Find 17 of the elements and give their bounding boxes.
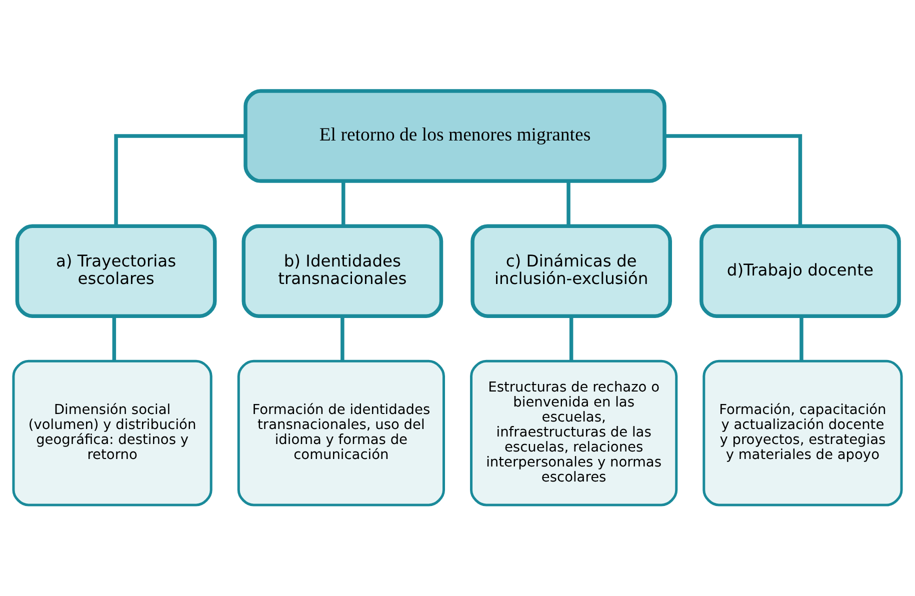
node-box: Dimensión social (volumen) y distribución geográfica: destinos y retorno: [12, 360, 212, 506]
node-box: Formación de identidades transnacionales, uso del idioma y formas de comunicación: [237, 360, 445, 506]
node-box: b) Identidades transnacionales: [242, 224, 444, 318]
connector: [340, 316, 344, 361]
node-box: d)Trabajo docente: [700, 224, 901, 318]
node-box: El retorno de los menores migrantes: [244, 89, 666, 183]
connector: [664, 134, 802, 226]
node-box: Estructuras de rechazo o bienvenida en las escuelas, infraestructuras de las escuelas, relaciones interpersonales y normas escolares: [470, 360, 678, 506]
node-box: Formación, capacitación y actualización docente y proyectos, estrategias y materiales de apoyo: [702, 360, 903, 506]
connector: [566, 181, 570, 226]
connector: [800, 316, 804, 361]
connector: [112, 316, 116, 361]
connector: [569, 316, 574, 361]
node-box: a) Trayectorias escolares: [15, 224, 217, 318]
connector: [342, 181, 346, 226]
node-box: c) Dinámicas de inclusión-exclusión: [470, 224, 672, 318]
connector: [114, 134, 246, 226]
